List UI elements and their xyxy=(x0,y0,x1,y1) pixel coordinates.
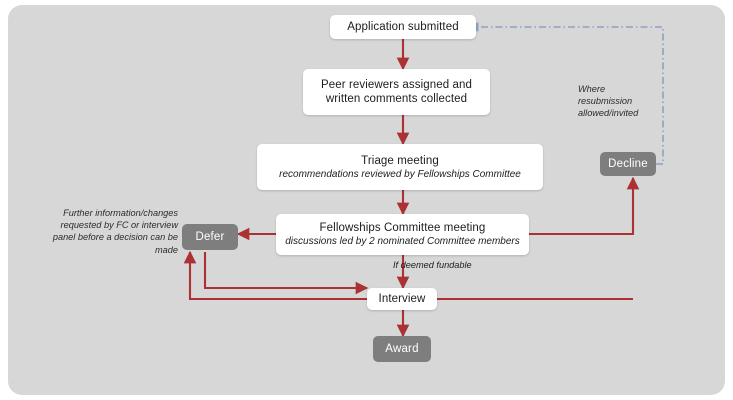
node-award-label: Award xyxy=(385,343,419,355)
node-fc-meeting-title: Fellowships Committee meeting xyxy=(319,222,486,234)
annotation-defer-note-line3: panel before a decision can be xyxy=(52,232,178,243)
annotation-defer-note-line2: requested by FC or interview xyxy=(60,220,178,231)
annotation-resubmission-line2: resubmission xyxy=(578,96,633,107)
node-decline[interactable]: Decline xyxy=(600,152,656,176)
annotation-resubmission-line3: allowed/invited xyxy=(578,108,639,119)
node-interview[interactable]: Interview xyxy=(367,288,437,310)
annotation-defer-note-line4: made xyxy=(155,244,178,255)
node-decline-label: Decline xyxy=(608,158,648,170)
node-application-submitted[interactable]: Application submitted xyxy=(330,15,476,39)
node-triage-meeting-subtitle: recommendations reviewed by Fellowships … xyxy=(279,168,521,180)
annotation-resubmission: Where resubmission allowed/invited xyxy=(578,83,668,120)
annotation-defer-note: Further information/changes requested by… xyxy=(42,207,178,256)
node-triage-meeting-title: Triage meeting xyxy=(361,154,439,167)
node-award[interactable]: Award xyxy=(373,336,431,362)
node-triage-meeting[interactable]: Triage meeting recommendations reviewed … xyxy=(257,144,543,190)
node-fellowships-committee-meeting[interactable]: Fellowships Committee meeting discussion… xyxy=(276,214,529,255)
node-application-submitted-label: Application submitted xyxy=(347,21,459,33)
node-peer-reviewers-line1: Peer reviewers assigned and xyxy=(320,79,472,91)
node-defer[interactable]: Defer xyxy=(182,224,238,250)
node-peer-reviewers-line2: written comments collected xyxy=(325,93,468,105)
node-defer-label: Defer xyxy=(195,231,225,243)
annotation-resubmission-line1: Where xyxy=(578,84,606,94)
edge-label-if-deemed-fundable: If deemed fundable xyxy=(393,260,472,270)
node-peer-reviewers[interactable]: Peer reviewers assigned and written comm… xyxy=(303,69,490,115)
node-fc-meeting-subtitle: discussions led by 2 nominated Committee… xyxy=(285,236,520,247)
node-interview-label: Interview xyxy=(378,293,426,305)
annotation-defer-note-line1: Further information/changes xyxy=(63,208,178,218)
diagram-background xyxy=(8,5,725,395)
